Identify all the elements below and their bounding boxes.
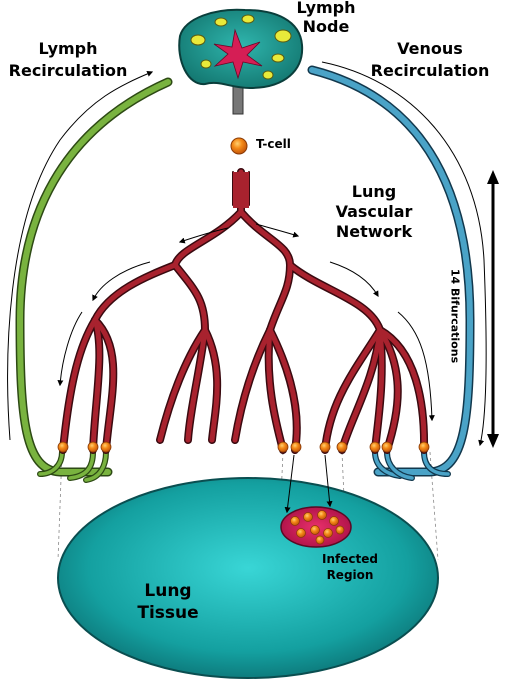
venous-recirculation-label-line2: Recirculation	[370, 61, 490, 80]
infected-region-label-line1: Infected	[322, 552, 378, 566]
tcell-label: T-cell	[256, 137, 291, 151]
lymph-recirculation-label-line2: Recirculation	[8, 61, 128, 80]
vascular-network	[59, 168, 429, 454]
lymph-vessel	[15, 77, 173, 483]
lung-vascular-network-label-line1: Lung	[351, 182, 397, 201]
lymph-recirculation-label: Lymph Recirculation	[0, 38, 136, 82]
infiltration-arrow-2	[324, 454, 333, 508]
tcell-icon	[230, 137, 248, 155]
lymph-node	[178, 8, 304, 115]
venous-vessel	[307, 65, 475, 481]
infected-region-label-line2: Region	[326, 568, 374, 582]
venous-recirculation-label: Venous Recirculation	[362, 38, 498, 82]
lymph-recirculation-label-line1: Lymph	[38, 39, 98, 58]
tcells-capillary-ends	[57, 441, 430, 453]
bifurcations-label: 14 Bifurcations	[448, 268, 462, 364]
infiltration-arrow-1	[284, 454, 295, 514]
lymph-node-label: Lymph Node	[296, 0, 356, 36]
lymph-node-label-line2: Node	[302, 17, 350, 36]
lung-vascular-network-label-line2: Vascular	[335, 202, 413, 221]
lung-tissue-label-line2: Tissue	[137, 603, 199, 623]
lymph-node-label-line1: Lymph	[296, 0, 356, 17]
recirculation-flow-arrows	[7, 61, 487, 447]
lung-vascular-network-label-line3: Network	[335, 222, 413, 241]
lung-tissue-label-line1: Lung	[144, 581, 192, 601]
lung-tissue-label: Lung Tissue	[120, 580, 216, 624]
bifurcation-range-arrow	[487, 170, 499, 448]
lung-vascular-network-label: Lung Vascular Network	[324, 182, 424, 242]
infected-region	[280, 506, 352, 548]
infected-region-label: Infected Region	[300, 551, 400, 583]
venous-recirculation-label-line1: Venous	[397, 39, 463, 58]
network-flow-arrows	[57, 223, 435, 422]
